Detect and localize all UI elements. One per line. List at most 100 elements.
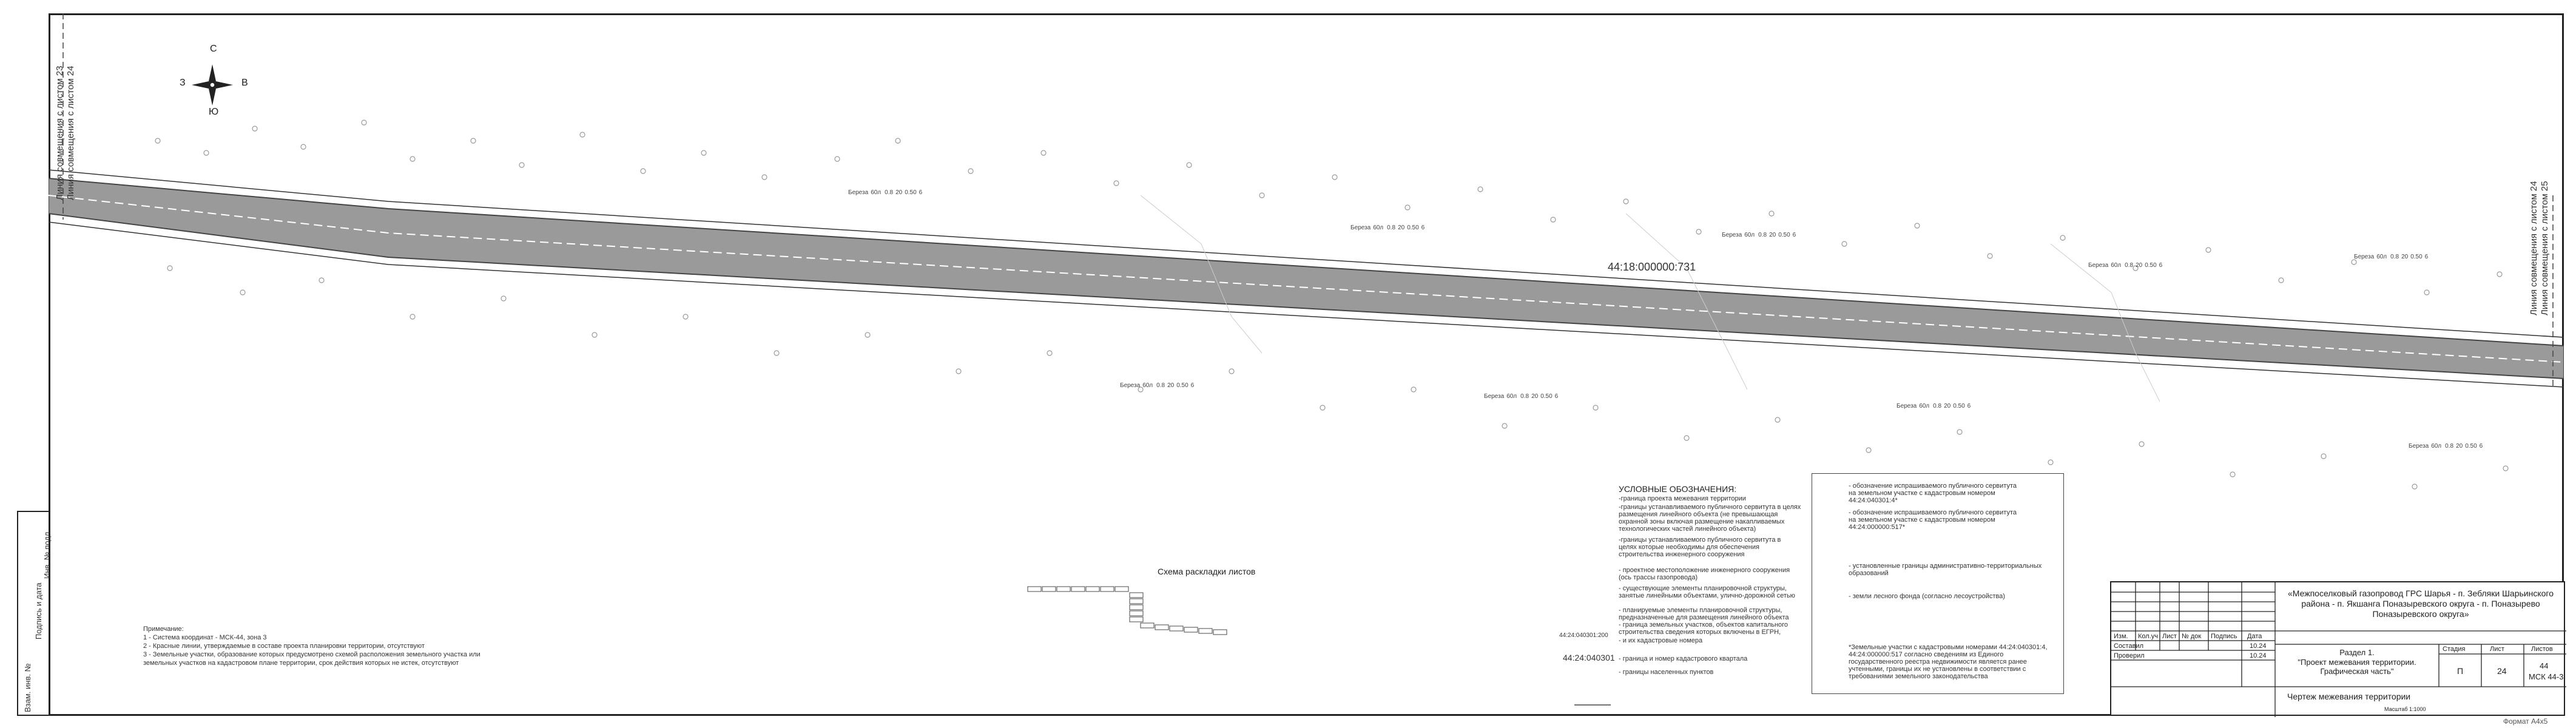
tree-distance: 0.50 — [2145, 262, 2157, 269]
stamp-role: Проверил — [2114, 652, 2145, 659]
tree-height: 20 — [1769, 232, 1776, 238]
stamp-col: Изм. — [2114, 633, 2128, 640]
tree-symbols — [155, 120, 2509, 490]
legend-item: размещения линейного объекта (не превыша… — [1619, 511, 1778, 518]
tree-value: 0.8 — [2125, 262, 2134, 269]
legend-item: -граница проекта межевания территории — [1619, 495, 1746, 502]
legend-item: технологических частей линейного объекта… — [1619, 525, 1756, 533]
legend-item: -границы устанавливаемого публичного сер… — [1619, 504, 1801, 511]
tree-species: Береза — [2088, 262, 2109, 269]
legend-item: предназначенные для размещения линейного… — [1619, 614, 1789, 621]
road-boundary-bottom — [49, 221, 2564, 388]
sheet-header: Лист — [2490, 645, 2504, 653]
tree-height: 20 — [1944, 403, 1951, 410]
coord-system: МСК 44-3 — [2529, 672, 2564, 681]
legend-item: строительства сведения которых включены … — [1619, 629, 1781, 636]
tree-age: 60л — [1744, 232, 1755, 238]
stamp-date: 10.24 — [2250, 652, 2267, 659]
tree-age: 60л — [1506, 393, 1517, 400]
tree-value: 0.8 — [2445, 443, 2454, 450]
title-block-grid — [2111, 582, 2566, 717]
legend-item: образований — [1849, 570, 1889, 577]
tree-age: 60л — [2431, 443, 2442, 450]
legend-item: занятые линейными объектами, улично-доро… — [1619, 592, 1795, 599]
tree-number: 6 — [2424, 254, 2429, 260]
legend-item: целях которые необходимы для обеспечения — [1619, 544, 1759, 551]
parcel-number: 44:18:000000:731 — [1608, 261, 1696, 273]
legend-footnote: 44:24:000000:517 согласно сведениям из Е… — [1849, 651, 2004, 658]
title-block: Изм. Кол.уч Лист № док Подпись Дата Сост… — [2110, 581, 2566, 717]
legend-item: - установленные границы административно-… — [1849, 562, 2042, 570]
road-boundary-top — [49, 169, 2564, 338]
match-line-label: Линия совмещения с листом 25 — [2540, 181, 2550, 315]
section-label: Раздел 1. — [2339, 648, 2375, 657]
tree-value: 0.8 — [1156, 382, 1165, 389]
legend-item: - граница и номер кадастрового квартала — [1619, 655, 1748, 662]
legend-item: на земельном участке с кадастровым номер… — [1849, 490, 1995, 497]
notes-header: Примечание: — [143, 625, 184, 633]
stage-value: П — [2457, 666, 2464, 676]
legend-item: 44:24:000000:517* — [1849, 524, 1905, 531]
tree-age: 60л — [1142, 382, 1153, 389]
binding-strip: Взам. инв. № Подпись и дата Инв. № подл. — [17, 511, 52, 716]
stamp-role: Составил — [2114, 642, 2144, 650]
legend-item: -границы устанавливаемого публичного сер… — [1619, 536, 1781, 544]
tree-number: 6 — [1967, 403, 1971, 410]
tree-number: 6 — [1421, 224, 1425, 231]
tree-age: 60л — [1373, 224, 1384, 231]
tree-height: 20 — [1398, 224, 1405, 231]
legend-item: 44:24:040301:4* — [1849, 497, 1898, 504]
legend-code: 44:24:040301 — [1563, 653, 1615, 662]
legend-footnote: требованиями земельного законодательства — [1849, 673, 1988, 680]
legend-footnote: *Земельные участки с кадастровыми номера… — [1849, 644, 2048, 651]
stage-header: Стадия — [2443, 645, 2466, 653]
notes-line: 1 - Система координат - МСК-44, зона 3 — [143, 634, 267, 641]
tree-age: 60л — [871, 189, 882, 196]
terrain-line — [1625, 213, 1748, 390]
tree-number: 6 — [919, 189, 923, 196]
tree-age: 60л — [2111, 262, 2122, 269]
tree-value: 0.8 — [1758, 232, 1767, 238]
match-line-label: Линия совмещения с листом 23 — [55, 66, 65, 200]
stamp-col: Дата — [2247, 633, 2262, 640]
tree-distance: 0.50 — [1540, 393, 1553, 400]
scale-note: Масштаб 1:1000 — [2384, 706, 2426, 712]
stamp-col: № док — [2182, 633, 2202, 640]
tree-distance: 0.50 — [1953, 403, 1965, 410]
legend-item: - и их кадастровые номера — [1619, 637, 1703, 644]
legend-item: - обозначение испрашиваемого публичного … — [1849, 509, 2017, 516]
tree-number: 6 — [1554, 393, 1559, 400]
tree-height: 20 — [895, 189, 903, 196]
compass-north: С — [210, 44, 217, 54]
stamp-col: Кол.уч — [2138, 633, 2158, 640]
stamp-date: 10.24 — [2250, 642, 2267, 650]
tree-species: Береза — [848, 189, 869, 196]
section-title: "Проект межевания территории. Графическа… — [2298, 658, 2416, 676]
scheme-title: Схема раскладки листов — [1158, 567, 1256, 576]
legend-code: 44:24:040301:200 — [1559, 632, 1608, 639]
legend-right-panel: - обозначение испрашиваемого публичного … — [1812, 473, 2064, 694]
legend-item: - существующие элементы планировочной ст… — [1619, 585, 1787, 592]
tree-species: Береза — [1120, 382, 1141, 389]
tree-species: Береза — [1722, 232, 1742, 238]
legend-item: - планируемые элементы планировочной стр… — [1619, 607, 1782, 614]
tree-species: Береза — [1897, 403, 1917, 410]
tree-height: 20 — [2456, 443, 2463, 450]
legend-item: строительства инженерного сооружения — [1619, 551, 1745, 558]
notes-line: 3 - Земельные участки, образование котор… — [143, 651, 480, 658]
legend-item: - земли лесного фонда (согласно лесоустр… — [1849, 593, 2005, 600]
stamp-col: Лист — [2162, 633, 2177, 640]
binding-label-2: Подпись и дата — [34, 582, 43, 639]
drawing-title: Чертеж межевания территории — [2287, 692, 2411, 701]
tree-height: 20 — [2401, 254, 2409, 260]
legend-item: (ось трассы газопровода) — [1619, 574, 1698, 581]
tree-height: 20 — [1531, 393, 1539, 400]
terrain-line — [1140, 195, 1263, 354]
